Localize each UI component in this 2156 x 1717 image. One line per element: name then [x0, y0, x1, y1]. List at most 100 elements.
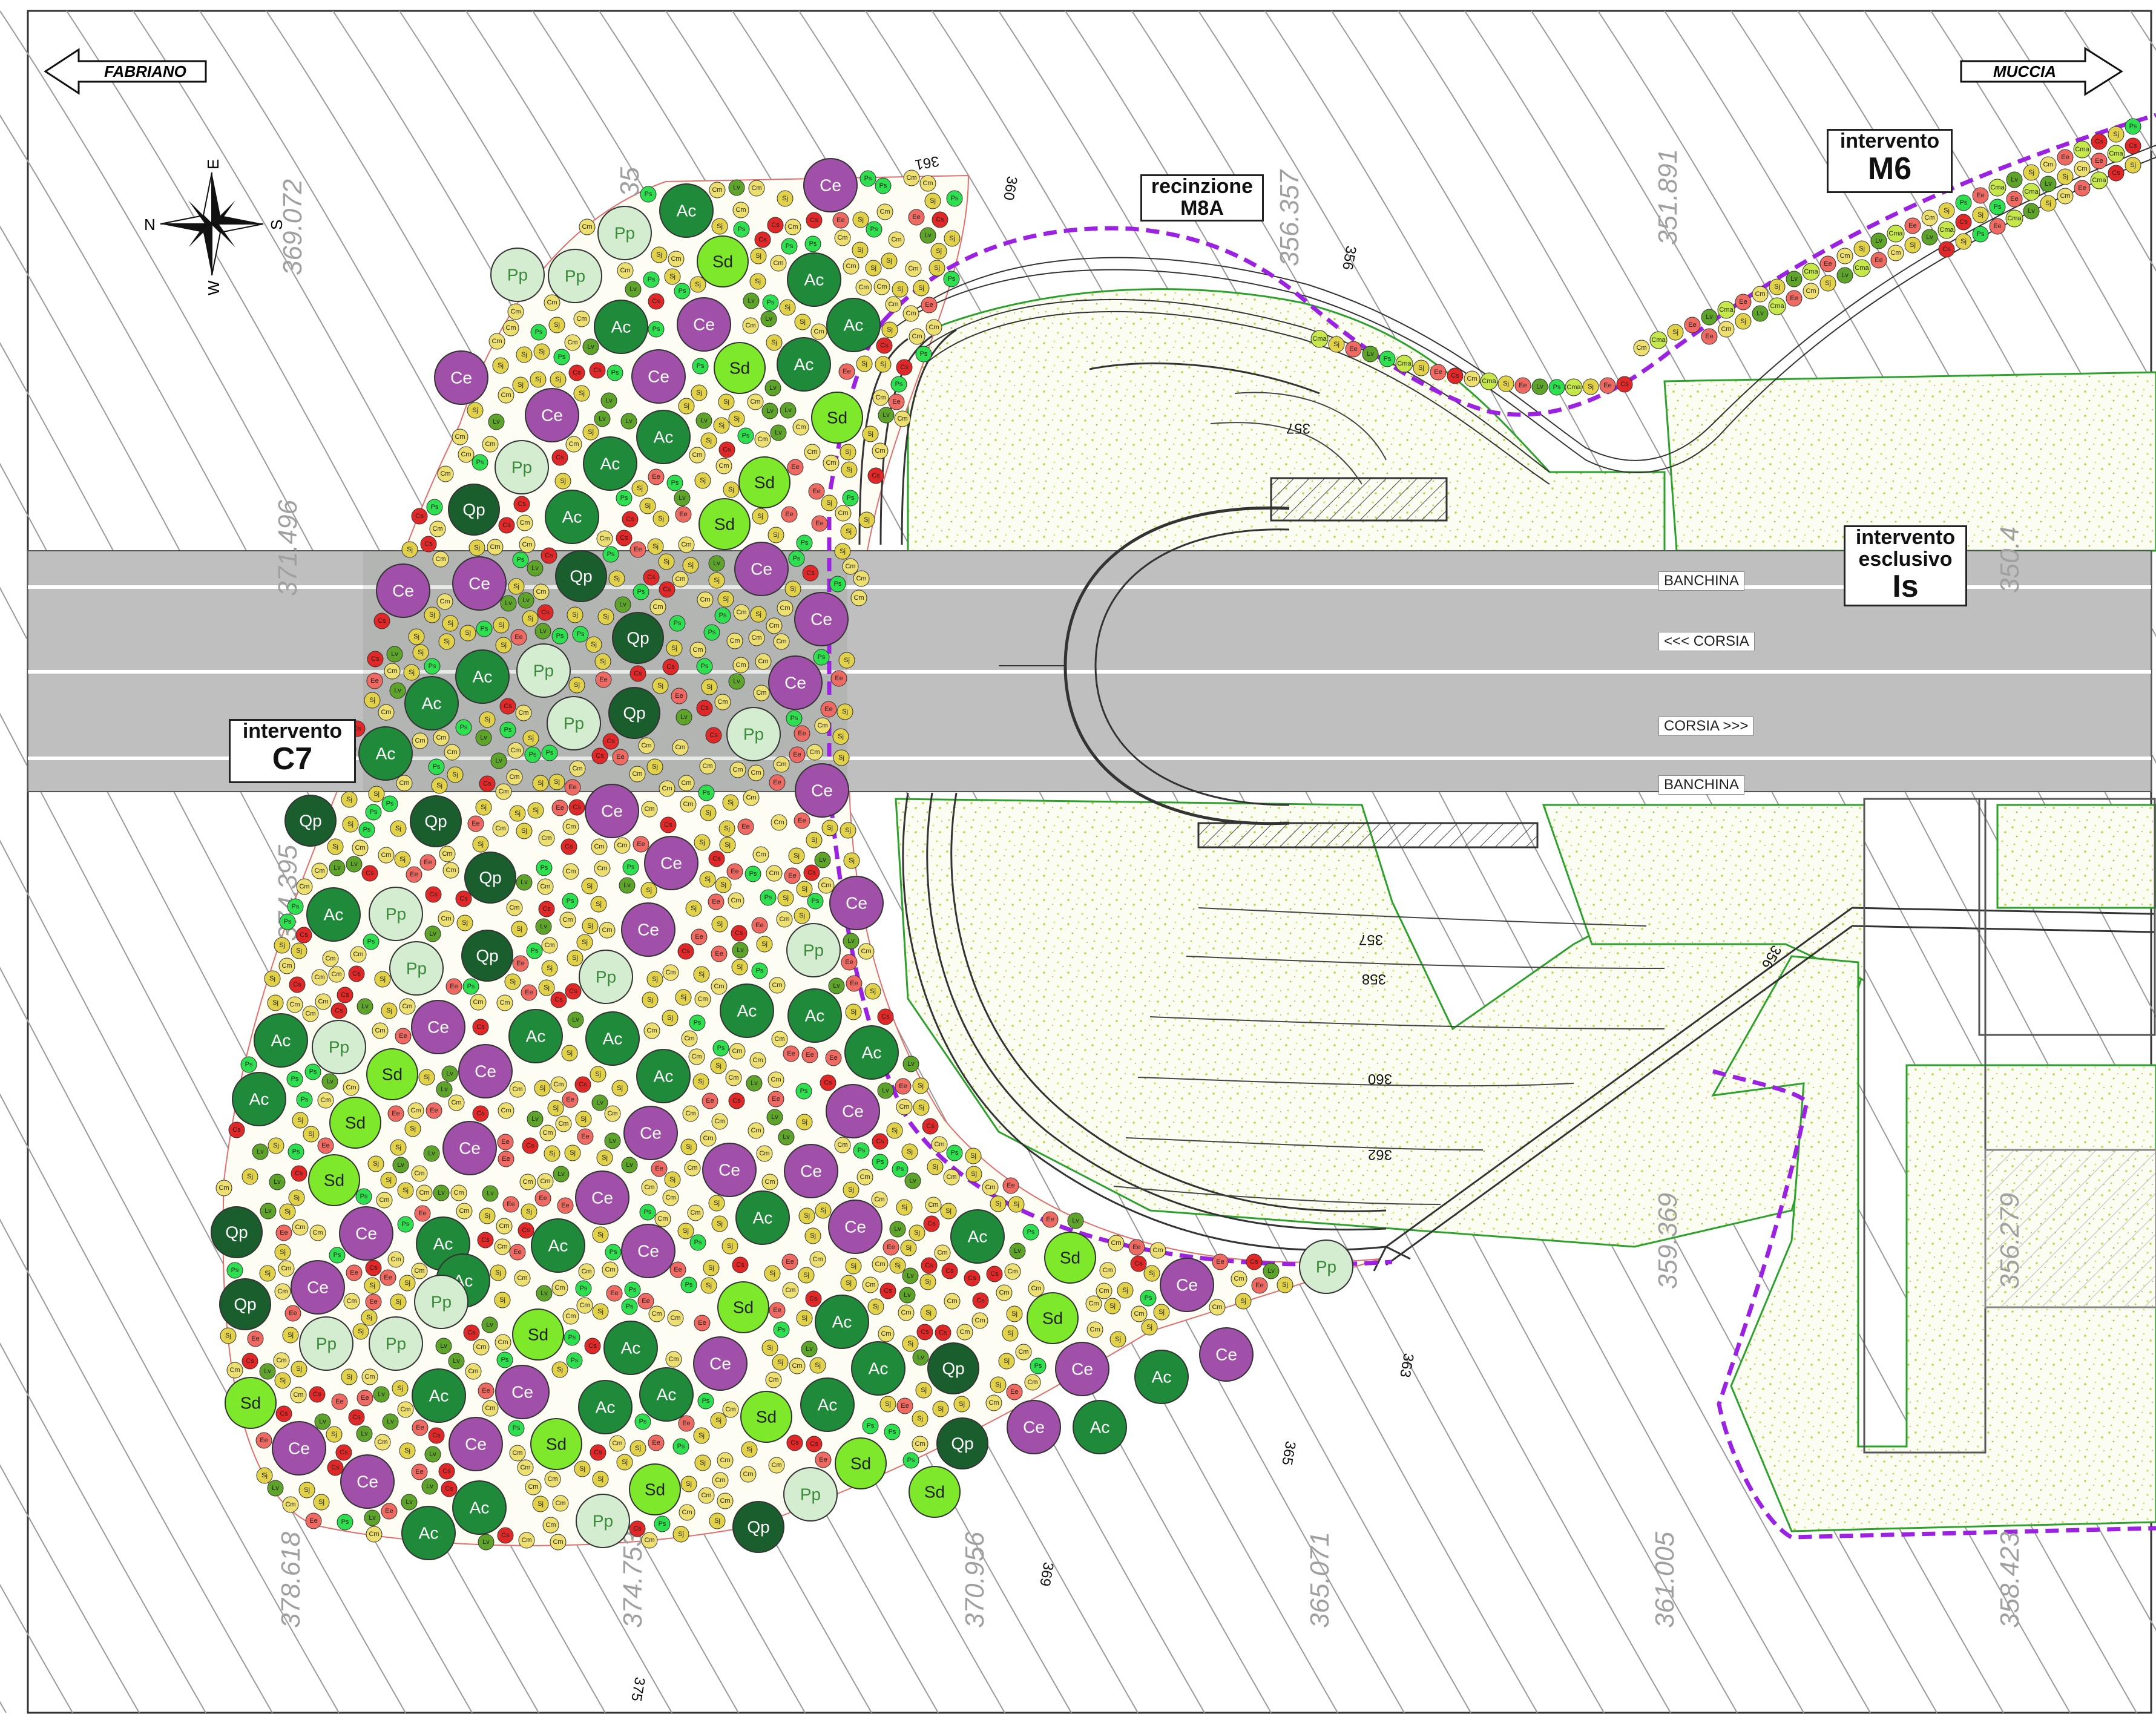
tree-ce: Ce [452, 556, 507, 611]
tree-cm: Cm [538, 830, 555, 847]
tree-species-label: Pp [614, 224, 635, 243]
tree-species-label: Lv [441, 1086, 448, 1093]
tree-canopy [859, 170, 876, 187]
tree-pp: Pp [576, 1494, 630, 1548]
tree-species-label: Ac [526, 1027, 546, 1046]
direction-muccia-label: MUCCIA [1993, 62, 2056, 80]
tree-species-label: Cs [666, 663, 675, 671]
tree-canopy [498, 1151, 514, 1167]
tree-ps: Ps [566, 1352, 583, 1369]
tree-pp: Pp [783, 1467, 838, 1522]
tree-species-label: Sj [397, 1385, 403, 1392]
tree-ce: Ce [1160, 1258, 1214, 1312]
tree-canopy [592, 1303, 609, 1320]
tree-species-label: Sj [727, 1243, 733, 1250]
tree-species-label: Cm [785, 1287, 795, 1294]
tree-sj: Sj [719, 836, 736, 853]
tree-pp: Pp [495, 440, 549, 494]
tree-sj: Sj [794, 314, 811, 330]
tree-cm: Cm [396, 775, 413, 792]
tree-species-label: Cm [692, 451, 702, 459]
tree-canopy [803, 158, 858, 212]
tree-species-label: Ps [738, 226, 746, 233]
tree-species-label: Ee [695, 933, 703, 941]
tree-species-label: Sd [1060, 1249, 1080, 1267]
tree-canopy [732, 1501, 784, 1553]
tree-cm: Cm [311, 862, 328, 879]
tree-species-label: Pp [329, 1038, 349, 1057]
tree-sj: Sj [397, 1182, 414, 1199]
tree-cm: Cm [767, 1071, 784, 1088]
tree-species-label: Sj [945, 1207, 951, 1215]
tree-species-label: Qp [225, 1223, 248, 1242]
tree-species-label: Sj [734, 415, 740, 422]
tree-cs: Cs [455, 890, 472, 907]
tree-ps: Ps [943, 271, 960, 287]
tree-cm: Cm [555, 1115, 572, 1132]
tree-species-label: Lv [391, 651, 398, 658]
tree-sj: Sj [821, 819, 838, 836]
tree-cs: Cs [472, 1019, 489, 1036]
tree-species-label: Cm [874, 1196, 884, 1203]
tree-species-label: Cs [280, 1410, 288, 1417]
tree-sj: Sj [809, 1357, 826, 1374]
tree-sj: Sj [1582, 378, 1599, 395]
tree-cm: Cm [765, 1371, 782, 1388]
tree-species-label: Sj [600, 658, 606, 665]
tree-ce: Ce [828, 1200, 882, 1254]
tree-sj: Sj [516, 346, 533, 363]
tree-cm: Cm [1099, 1262, 1116, 1279]
tree-cm: Cm [1096, 1282, 1113, 1299]
tree-species-label: Cm [928, 1201, 938, 1209]
tree-ee: Ee [2006, 191, 2023, 208]
tree-species-label: Sj [698, 1078, 704, 1085]
tree-species-label: Ps [386, 800, 394, 807]
tree-cm: Cm [748, 180, 765, 197]
tree-canopy [748, 180, 765, 197]
tree-cs: Cs [896, 359, 913, 376]
tree-species-label: Ce [427, 1018, 449, 1037]
tree-species-label: Cs [634, 670, 642, 677]
tree-canopy [787, 988, 842, 1043]
tree-species-label: Sj [495, 1269, 501, 1276]
tree-species-label: Cm [562, 916, 573, 924]
tree-species-label: Cm [617, 842, 627, 849]
tree-cs: Cs [568, 364, 585, 381]
tree-canopy [412, 1368, 466, 1423]
tree-species-label: Ps [284, 918, 292, 925]
tree-species-label: Cm [988, 1399, 999, 1407]
tree-species-label: Cm [501, 392, 511, 399]
tree-cm: Cm [1887, 245, 1904, 261]
tree-cm: Cm [507, 303, 524, 320]
tree-lv: Lv [346, 856, 363, 873]
tree-species-label: Ps [1553, 384, 1561, 391]
tree-cs: Cs [659, 581, 675, 598]
tree-ps: Ps [606, 364, 623, 381]
tree-ee: Ee [811, 515, 828, 532]
tree-species-label: Ee [1705, 333, 1713, 340]
tree-species-label: Sj [848, 1186, 854, 1193]
tree-cs: Cs [330, 1002, 347, 1019]
tree-cm: Cm [399, 998, 416, 1015]
contour-line [0, 1218, 273, 1713]
tree-cm: Cm [602, 1261, 619, 1278]
tree-species-label: Qp [951, 1434, 973, 1453]
tree-cm: Cm [450, 1184, 467, 1201]
tree-species-label: Cm [1099, 1287, 1109, 1295]
tree-cm: Cm [755, 653, 772, 670]
tree-cm: Cm [697, 591, 714, 608]
tree-species-label: Cm [536, 588, 546, 596]
tree-canopy [594, 300, 648, 354]
tree-species-label: Cm [891, 236, 901, 243]
tree-lv: Lv [423, 1145, 440, 1162]
tree-species-label: Ce [541, 406, 563, 425]
tree-ce: Ce [784, 1144, 838, 1198]
tree-species-label: Sj [288, 1331, 294, 1339]
tree-ee: Ee [557, 1197, 574, 1214]
tree-cm: Cm [648, 1305, 665, 1322]
tree-pp: Pp [579, 950, 633, 1004]
tree-ee: Ee [787, 459, 804, 476]
tree-species-label: Lv [626, 1161, 633, 1169]
tree-cm: Cm [564, 334, 581, 351]
tree-species-label: Cm [369, 1531, 379, 1538]
